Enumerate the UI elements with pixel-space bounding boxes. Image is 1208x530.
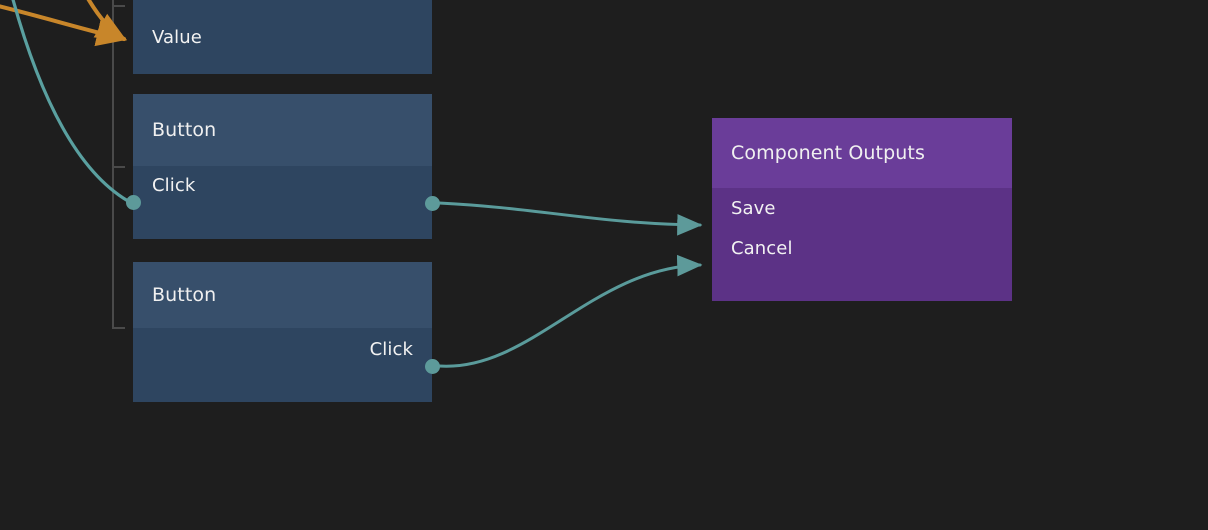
node-component-outputs-title: Component Outputs xyxy=(731,142,925,164)
wire-button1-click-to-save xyxy=(437,201,703,236)
port-dot-button-2-click-output[interactable] xyxy=(425,359,440,374)
node-button-1-header: Button xyxy=(133,94,432,166)
port-row-cancel[interactable]: Cancel xyxy=(712,228,1012,268)
port-label-button-1-click: Click xyxy=(152,174,196,196)
port-dot-button-1-click-output[interactable] xyxy=(425,196,440,211)
node-button-2-header: Button xyxy=(133,262,432,328)
port-dot-button-1-click-input[interactable] xyxy=(126,195,141,210)
node-component-outputs-body: Save Cancel xyxy=(712,188,1012,301)
node-value[interactable]: Value xyxy=(133,0,432,74)
port-row-value[interactable]: Value xyxy=(133,0,432,74)
node-button-2[interactable]: Button Click xyxy=(133,262,432,402)
wire-button2-click-to-cancel xyxy=(437,254,703,368)
wire-orange-a xyxy=(0,4,128,47)
node-button-1[interactable]: Button Click xyxy=(133,94,432,239)
node-component-outputs-header: Component Outputs xyxy=(712,118,1012,188)
node-button-2-body: Click xyxy=(133,328,432,402)
selection-bracket-tick-top xyxy=(112,5,125,7)
node-button-2-title: Button xyxy=(152,284,217,306)
port-label-value: Value xyxy=(152,26,202,48)
node-component-outputs[interactable]: Component Outputs Save Cancel xyxy=(712,118,1012,301)
node-value-body: Value xyxy=(133,0,432,74)
selection-bracket-tick-middle xyxy=(112,166,125,168)
port-label-cancel: Cancel xyxy=(731,237,793,259)
port-row-button-1-click[interactable]: Click xyxy=(133,166,432,204)
node-button-1-title: Button xyxy=(152,119,217,141)
node-button-1-body: Click xyxy=(133,166,432,239)
port-label-save: Save xyxy=(731,197,776,219)
port-row-button-2-click[interactable]: Click xyxy=(133,328,432,370)
port-row-save[interactable]: Save xyxy=(712,188,1012,228)
wire-teal-to-button1-click xyxy=(11,0,130,203)
port-label-button-2-click: Click xyxy=(369,338,413,360)
selection-bracket-vertical xyxy=(112,0,114,329)
selection-bracket-foot xyxy=(112,327,125,329)
